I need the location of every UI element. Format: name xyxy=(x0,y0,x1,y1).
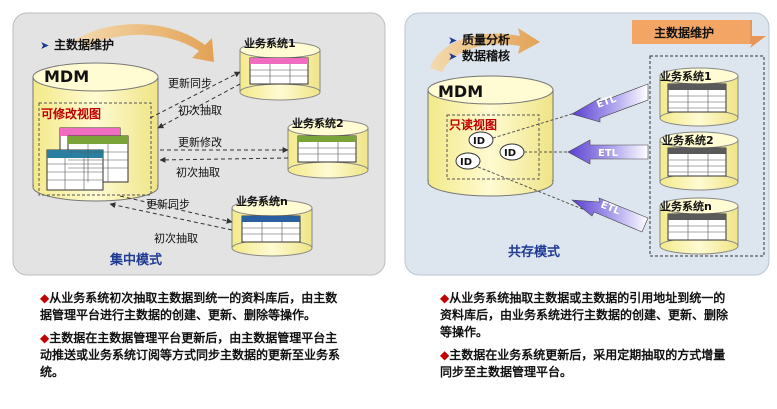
right-id-label-1: ID xyxy=(473,136,485,147)
left-maint-curve-arrow xyxy=(75,24,214,62)
bullet-diamond-icon: ◆ xyxy=(40,291,50,305)
right-id-badges xyxy=(455,131,525,170)
right-system1-cylinder xyxy=(659,67,739,127)
left-arrow-label-extract3: 初次抽取 xyxy=(154,231,198,245)
left-mdm-label: MDM xyxy=(44,67,89,86)
right-systemn-cylinder xyxy=(659,197,739,255)
right-id-label-3: ID xyxy=(460,157,472,168)
right-bullet-2: ◆主数据在业务系统更新后，采用定期抽取的方式增量同步至主数据管理平台。 xyxy=(440,348,726,379)
left-maint-pointer-icon: ➤ xyxy=(40,39,49,52)
right-mdm-label: MDM xyxy=(438,82,483,101)
right-bullet-1: ◆从业务系统抽取主数据或主数据的引用地址到统一的资料库后，由业务系统进行主数据的… xyxy=(440,291,729,339)
right-etl-arrow-3 xyxy=(571,197,649,233)
right-etl-arrow-1 xyxy=(571,83,649,123)
left-arrow-label-sync3: 更新同步 xyxy=(146,197,190,211)
right-maint-label: 主数据维护 xyxy=(654,25,714,40)
right-system2-cylinder xyxy=(659,131,739,191)
left-arrow-label-sync1: 更新同步 xyxy=(168,76,212,90)
left-bullet-2: ◆主数据在主数据管理平台更新后，由主数据管理平台主动推送或业务系统订阅等方式同步… xyxy=(40,331,341,379)
right-audit-pointer-icon: ➤ xyxy=(448,50,457,63)
left-systemn-cylinder xyxy=(231,199,313,257)
left-system2-cylinder xyxy=(287,119,369,179)
right-quality-label: 质量分析 xyxy=(462,32,510,47)
right-view-label: 只读视图 xyxy=(449,117,497,132)
bullet-diamond-icon: ◆ xyxy=(440,291,450,305)
right-systems-group-box xyxy=(649,55,765,257)
bullet-diamond-icon: ◆ xyxy=(440,348,450,362)
left-view-box xyxy=(38,102,152,196)
left-system1-label: 业务系统1 xyxy=(244,36,296,50)
left-maint-label: 主数据维护 xyxy=(54,37,114,52)
right-etl-arrow-2 xyxy=(567,139,649,165)
right-bullet-list: ◆从业务系统抽取主数据或主数据的引用地址到统一的资料库后，由业务系统进行主数据的… xyxy=(440,290,730,387)
left-mode-label: 集中模式 xyxy=(109,252,162,268)
right-systemn-label: 业务系统n xyxy=(660,199,712,213)
left-systemn-label: 业务系统n xyxy=(236,194,288,208)
left-bullet-1: ◆从业务系统初次抽取主数据到统一的资料库后，由主数据管理平台进行主数据的创建、更… xyxy=(40,291,338,322)
left-sync-arrows xyxy=(109,71,289,231)
right-view-box xyxy=(446,114,540,180)
left-system1-cylinder xyxy=(239,41,321,101)
right-mode-label: 共存模式 xyxy=(508,244,560,260)
right-system1-label: 业务系统1 xyxy=(660,69,712,83)
right-curve-arrow xyxy=(430,28,540,72)
left-mdm-table-stack xyxy=(46,127,129,191)
right-system2-label: 业务系统2 xyxy=(662,133,714,147)
right-maint-box xyxy=(632,20,750,44)
right-audit-label: 数据稽核 xyxy=(462,48,510,63)
right-quality-pointer-icon: ➤ xyxy=(448,34,457,47)
left-system2-label: 业务系统2 xyxy=(292,116,344,130)
left-arrow-label-extract2: 初次抽取 xyxy=(176,165,220,179)
right-id-label-2: ID xyxy=(504,148,516,159)
left-arrow-label-modify2: 更新修改 xyxy=(178,135,222,149)
right-etl-label-2: ETL xyxy=(598,148,619,159)
left-bullet-list: ◆从业务系统初次抽取主数据到统一的资料库后，由主数据管理平台进行主数据的创建、更… xyxy=(40,290,340,387)
left-view-label: 可修改视图 xyxy=(41,106,101,121)
bullet-diamond-icon: ◆ xyxy=(40,331,50,345)
left-arrow-label-extract1: 初次抽取 xyxy=(178,103,222,117)
